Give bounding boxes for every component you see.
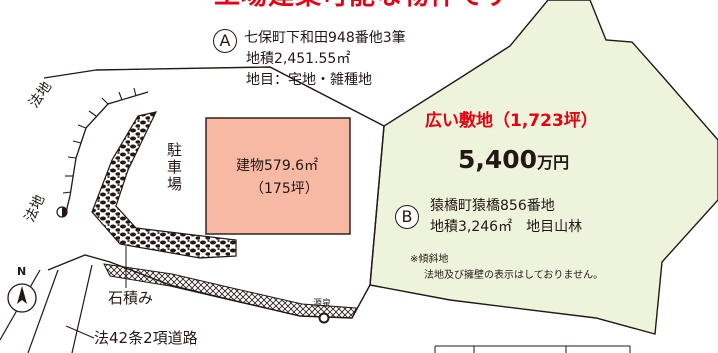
building-footprint	[205, 117, 351, 235]
banner-text: 工場建築可能な物件です	[214, 0, 511, 12]
parcel-a-address: 七保町下和田948番他3筆	[244, 30, 406, 46]
parcel-b-area	[369, 0, 718, 335]
parcel-b-area: 地積3,246㎡ 地目山林	[430, 219, 583, 235]
slope-ticks	[62, 87, 137, 194]
parcel-b-address: 猿橋町猿橋856番地	[430, 198, 555, 214]
road-edge-right	[71, 264, 93, 353]
road-label: 法42条2項道路	[94, 329, 198, 347]
parcel-b-marker: B	[395, 205, 419, 229]
parcel-a-land-use: 地目：宅地・雑種地	[246, 72, 372, 88]
building-tsubo: （175坪）	[250, 181, 319, 197]
spacious-lot-text: 広い敷地（1,723坪）	[425, 111, 598, 131]
parcel-b-note-title: ※傾斜地	[410, 254, 449, 265]
price-text: 5,400万円	[458, 145, 570, 175]
parcel-a-area: 地積2,451.55㎡	[246, 51, 351, 67]
info-table-edge	[434, 345, 631, 353]
spring-label: 源泉	[313, 299, 332, 309]
stone-wall-label: 石積み	[108, 289, 154, 307]
retaining-strip	[103, 263, 357, 319]
stone-wall	[91, 111, 237, 259]
north-arrow	[7, 283, 37, 313]
price-unit: 万円	[537, 153, 570, 172]
road-edge-outer	[43, 69, 97, 79]
parcel-a-marker: A	[213, 29, 237, 53]
road-leader	[65, 325, 95, 339]
spring-marker	[318, 312, 330, 324]
north-label: N	[17, 265, 27, 278]
road-edge-bottom	[27, 269, 59, 353]
building-area: 建物579.6㎡	[236, 158, 319, 174]
price-number: 5,400	[458, 145, 538, 174]
parking-label: 駐車場	[165, 142, 183, 193]
parcel-b-note-body: 法地及び擁壁の表示はしておりません。	[424, 270, 604, 281]
